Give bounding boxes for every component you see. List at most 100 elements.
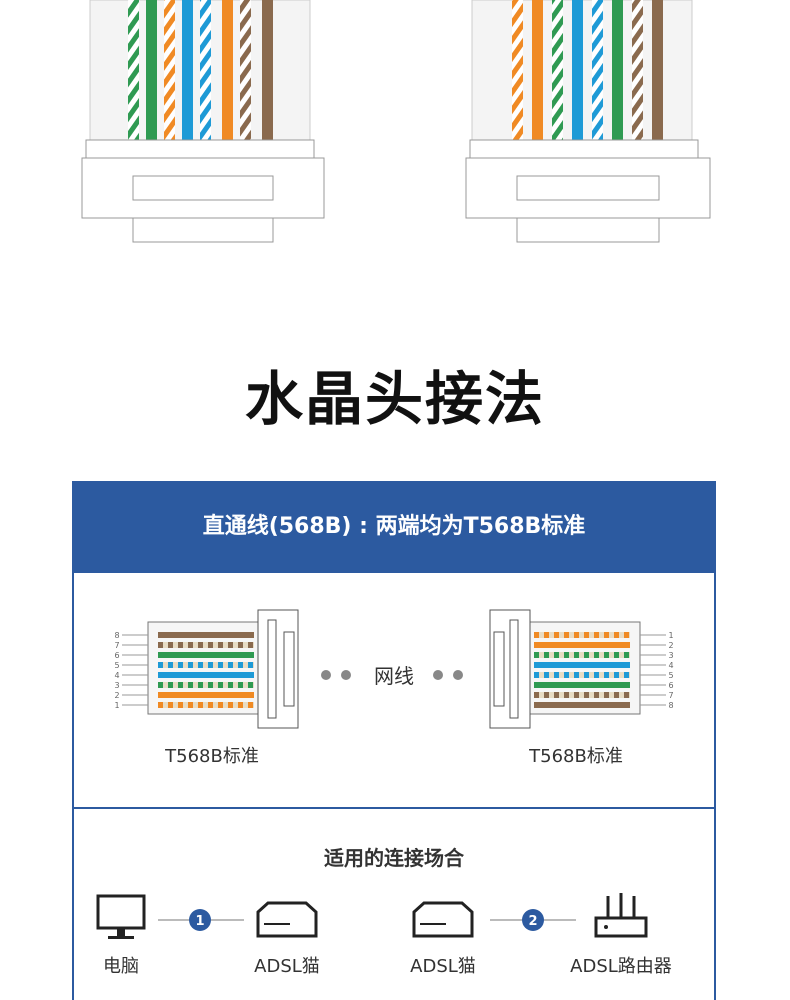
wire <box>158 702 254 708</box>
wire <box>158 682 254 688</box>
wire-stripe <box>198 642 203 648</box>
wire-stripe <box>168 682 173 688</box>
wire-stripe <box>594 672 599 678</box>
wire-stripe <box>584 692 589 698</box>
wire-stripe <box>604 692 609 698</box>
wire-stripe <box>208 702 213 708</box>
wire-stripe <box>624 672 629 678</box>
pin-number: 1 <box>114 701 119 710</box>
cable-label: 网线 <box>374 664 414 688</box>
pin-number: 3 <box>114 681 119 690</box>
computer-icon <box>96 894 146 939</box>
wire-stripe <box>554 652 559 658</box>
wire-stripe <box>238 682 243 688</box>
wire-stripe <box>218 662 223 668</box>
scenarios-title: 适用的连接场合 <box>324 846 464 870</box>
wire-stripe <box>218 642 223 648</box>
wire-stripe <box>544 652 549 658</box>
wire-stripe <box>594 692 599 698</box>
wire-stripe <box>158 642 163 648</box>
wire-stripe <box>158 682 163 688</box>
top-right-connector <box>465 0 711 243</box>
panel-header <box>74 483 714 573</box>
left-connector <box>147 609 299 729</box>
wire-stripe <box>238 662 243 668</box>
wire-stripe <box>614 672 619 678</box>
step-2-badge <box>522 909 544 931</box>
wire-stripe <box>594 632 599 638</box>
wire-stripe <box>534 652 539 658</box>
wire-stripe <box>564 652 569 658</box>
wire-stripe <box>584 672 589 678</box>
cable-dot <box>433 670 443 680</box>
pin-number: 8 <box>114 631 119 640</box>
wire <box>534 662 630 668</box>
wire-stripe <box>198 662 203 668</box>
wire-stripe <box>534 672 539 678</box>
wire-stripe <box>574 692 579 698</box>
wire <box>158 662 254 668</box>
wire-stripe <box>544 632 549 638</box>
wire-stripe <box>208 682 213 688</box>
wire-stripe <box>238 702 243 708</box>
pin-number: 8 <box>668 701 673 710</box>
wiring-panel <box>72 481 716 1000</box>
wire-stripe <box>238 642 243 648</box>
pin-number: 4 <box>114 671 119 680</box>
wire-stripe <box>158 662 163 668</box>
wire-stripe <box>594 652 599 658</box>
pin-number: 2 <box>668 641 673 650</box>
wire-stripe <box>534 632 539 638</box>
wire-stripe <box>178 642 183 648</box>
panel-divider <box>74 807 714 809</box>
wire-stripe <box>158 702 163 708</box>
cable-dot <box>341 670 351 680</box>
top-connectors-illustration <box>81 0 711 243</box>
scenario-2-to: ADSL路由器 <box>570 956 672 977</box>
wire-stripe <box>208 662 213 668</box>
wire-stripe <box>248 662 253 668</box>
cable-dot <box>453 670 463 680</box>
step-1-number: 1 <box>195 914 204 929</box>
wire <box>534 632 630 638</box>
wire <box>534 682 630 688</box>
wire-stripe <box>534 692 539 698</box>
wire-stripe <box>554 692 559 698</box>
wire-stripe <box>604 672 609 678</box>
wire-stripe <box>208 642 213 648</box>
wire <box>158 672 254 678</box>
pin-number: 7 <box>668 691 673 700</box>
right-standard-label: T568B标准 <box>528 746 623 767</box>
adsl-modem-icon <box>412 901 474 938</box>
wire-stripe <box>228 702 233 708</box>
wire-stripe <box>544 672 549 678</box>
page-title: 水晶头接法 <box>244 365 545 433</box>
wire-stripe <box>614 652 619 658</box>
wire-stripe <box>574 632 579 638</box>
wire-stripe <box>178 702 183 708</box>
wire-stripe <box>188 662 193 668</box>
wire-stripe <box>178 662 183 668</box>
wire-stripe <box>198 682 203 688</box>
router-icon <box>594 893 648 938</box>
wire-stripe <box>584 652 589 658</box>
wire-stripe <box>544 692 549 698</box>
wire-stripe <box>178 682 183 688</box>
wire <box>534 702 630 708</box>
wire-stripe <box>168 662 173 668</box>
pin-number: 2 <box>114 691 119 700</box>
cable-dot <box>321 670 331 680</box>
wire <box>158 692 254 698</box>
wire-stripe <box>614 632 619 638</box>
wire-stripe <box>168 642 173 648</box>
pin-number: 6 <box>668 681 673 690</box>
wire-stripe <box>624 632 629 638</box>
wire-stripe <box>188 682 193 688</box>
pin-number: 3 <box>668 651 673 660</box>
wire <box>534 692 630 698</box>
scenario-1-to: ADSL猫 <box>254 956 320 977</box>
pin-number: 7 <box>114 641 119 650</box>
pin-number: 4 <box>668 661 673 670</box>
wire-stripe <box>188 642 193 648</box>
